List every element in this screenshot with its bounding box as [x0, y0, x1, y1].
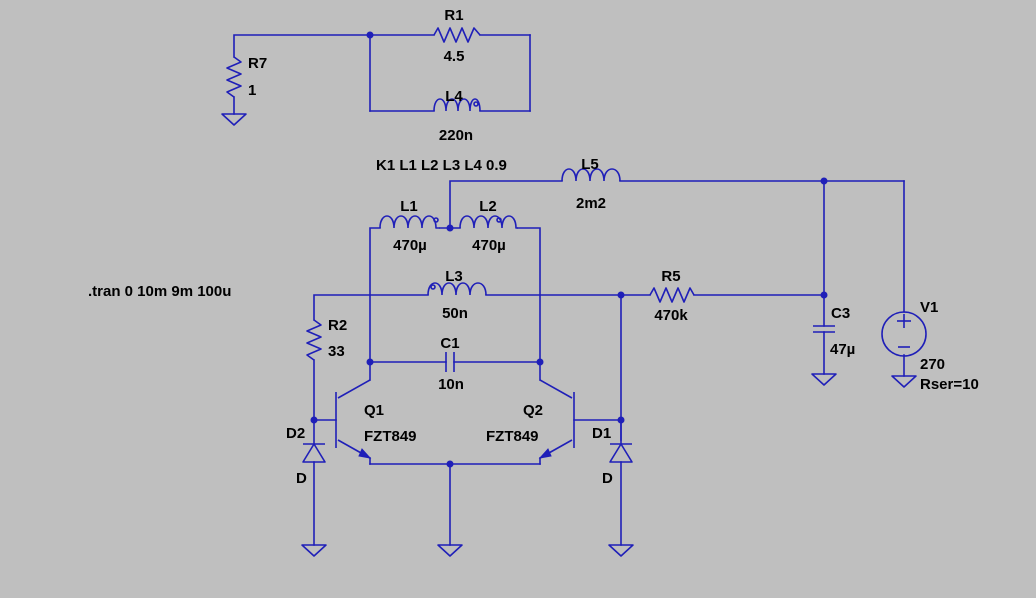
- inductor-l5: [561, 168, 621, 182]
- label-q1-value: FZT849: [364, 428, 417, 445]
- label-r2-ref: R2: [328, 317, 347, 334]
- label-r1-value: 4.5: [444, 48, 465, 65]
- label-r7-ref: R7: [248, 55, 267, 72]
- ground-symbol-emitters: [437, 544, 463, 557]
- inductor-l4: [433, 98, 481, 112]
- label-coupling-directive: K1 L1 L2 L3 L4 0.9: [376, 157, 507, 174]
- label-l5-value: 2m2: [576, 195, 606, 212]
- dot-l1: [433, 217, 439, 223]
- label-l4-ref: L4: [445, 88, 463, 105]
- wire-l3-r5: [313, 294, 825, 441]
- ground-symbol-d1: [608, 544, 634, 557]
- junction-r5-left: [617, 291, 625, 299]
- label-l2-ref: L2: [479, 198, 497, 215]
- ground-symbol-c3: [811, 373, 837, 386]
- label-l5-ref: L5: [581, 156, 599, 173]
- junction-emitters: [446, 460, 454, 468]
- label-q1-ref: Q1: [364, 402, 384, 419]
- label-q2-ref: Q2: [523, 402, 543, 419]
- diode-d1: [609, 419, 633, 546]
- wire-emitters: [369, 463, 541, 546]
- capacitor-c3: [813, 294, 835, 375]
- dot-l2: [496, 217, 502, 223]
- voltage-source-v1: [881, 311, 927, 357]
- label-r1-ref: R1: [444, 7, 463, 24]
- transistor-q1: [313, 361, 372, 465]
- resistor-r7: [226, 56, 242, 98]
- label-r7-value: 1: [248, 82, 256, 99]
- label-c3-ref: C3: [831, 305, 850, 322]
- dot-l3: [430, 284, 436, 290]
- inductor-l2: [459, 215, 518, 229]
- label-c1-value: 10n: [438, 376, 464, 393]
- ground-symbol-d2: [301, 544, 327, 557]
- label-r5-ref: R5: [661, 268, 680, 285]
- label-tran-directive: .tran 0 10m 9m 100u: [88, 283, 231, 300]
- label-c3-value: 47µ: [830, 341, 855, 358]
- wire-l5-supply: [449, 180, 905, 377]
- inductor-l1: [379, 215, 440, 229]
- label-q2-value: FZT849: [486, 428, 539, 445]
- label-l4-value: 220n: [439, 127, 473, 144]
- resistor-r1: [433, 27, 481, 43]
- ground-symbol-r7: [221, 113, 247, 126]
- ground-symbol-v1: [891, 375, 917, 388]
- transistor-q2: [538, 361, 622, 465]
- label-d1-ref: D1: [592, 425, 611, 442]
- label-l1-value: 470µ: [393, 237, 427, 254]
- junction-center-tap: [446, 224, 454, 232]
- junction-l5-right: [820, 177, 828, 185]
- label-l3-ref: L3: [445, 268, 463, 285]
- wire-top-network: [233, 34, 531, 115]
- label-d1-value: D: [602, 470, 613, 487]
- diode-d2: [302, 419, 326, 546]
- dot-l4: [473, 101, 479, 107]
- label-l1-ref: L1: [400, 198, 418, 215]
- label-r5-value: 470k: [654, 307, 688, 324]
- inductor-l3: [427, 282, 487, 296]
- label-r2-value: 33: [328, 343, 345, 360]
- resistor-r5: [649, 287, 695, 303]
- capacitor-c1: [445, 352, 455, 372]
- label-d2-value: D: [296, 470, 307, 487]
- label-c1-ref: C1: [440, 335, 459, 352]
- label-l2-value: 470µ: [472, 237, 506, 254]
- label-v1-ref: V1: [920, 299, 938, 316]
- label-v1-value: 270: [920, 356, 945, 373]
- junction-top-left: [366, 31, 374, 39]
- label-l3-value: 50n: [442, 305, 468, 322]
- resistor-r2: [306, 319, 322, 421]
- label-d2-ref: D2: [286, 425, 305, 442]
- junction-r5-right: [820, 291, 828, 299]
- label-v1-rser: Rser=10: [920, 376, 979, 393]
